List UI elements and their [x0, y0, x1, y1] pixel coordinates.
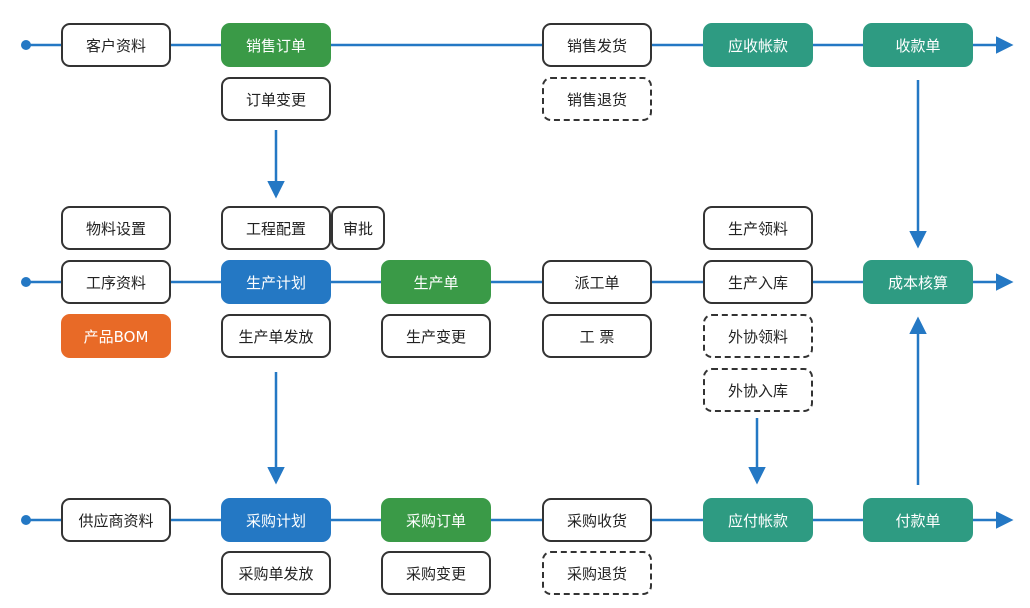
- purchase-plan-node[interactable]: 采购计划: [221, 498, 331, 542]
- purchase-change-node[interactable]: 采购变更: [381, 551, 491, 595]
- purchase-order-release-node[interactable]: 采购单发放: [221, 551, 331, 595]
- product-bom-node[interactable]: 产品BOM: [61, 314, 171, 358]
- sales-return-node[interactable]: 销售退货: [542, 77, 652, 121]
- outsource-picking-node[interactable]: 外协领料: [703, 314, 813, 358]
- payment-voucher-node[interactable]: 付款单: [863, 498, 973, 542]
- production-flow-start-dot: [21, 277, 31, 287]
- accounts-payable-node[interactable]: 应付帐款: [703, 498, 813, 542]
- purchase-receipt-node[interactable]: 采购收货: [542, 498, 652, 542]
- purchase-return-node[interactable]: 采购退货: [542, 551, 652, 595]
- production-order-release-node[interactable]: 生产单发放: [221, 314, 331, 358]
- production-order-node[interactable]: 生产单: [381, 260, 491, 304]
- order-change-node[interactable]: 订单变更: [221, 77, 331, 121]
- dispatch-order-node[interactable]: 派工单: [542, 260, 652, 304]
- outsource-storage-node[interactable]: 外协入库: [703, 368, 813, 412]
- sales-delivery-node[interactable]: 销售发货: [542, 23, 652, 67]
- production-storage-node[interactable]: 生产入库: [703, 260, 813, 304]
- customer-data-node[interactable]: 客户资料: [61, 23, 171, 67]
- purchase-flow-start-dot: [21, 515, 31, 525]
- accounts-receivable-node[interactable]: 应收帐款: [703, 23, 813, 67]
- production-plan-node[interactable]: 生产计划: [221, 260, 331, 304]
- production-picking-node[interactable]: 生产领料: [703, 206, 813, 250]
- supplier-data-node[interactable]: 供应商资料: [61, 498, 171, 542]
- purchase-order-node[interactable]: 采购订单: [381, 498, 491, 542]
- sales-order-node[interactable]: 销售订单: [221, 23, 331, 67]
- work-ticket-node[interactable]: 工 票: [542, 314, 652, 358]
- cost-accounting-node[interactable]: 成本核算: [863, 260, 973, 304]
- production-change-node[interactable]: 生产变更: [381, 314, 491, 358]
- receipt-voucher-node[interactable]: 收款单: [863, 23, 973, 67]
- engineering-config-node[interactable]: 工程配置: [221, 206, 331, 250]
- sales-flow-start-dot: [21, 40, 31, 50]
- material-settings-node[interactable]: 物料设置: [61, 206, 171, 250]
- process-data-node[interactable]: 工序资料: [61, 260, 171, 304]
- approval-node[interactable]: 审批: [331, 206, 385, 250]
